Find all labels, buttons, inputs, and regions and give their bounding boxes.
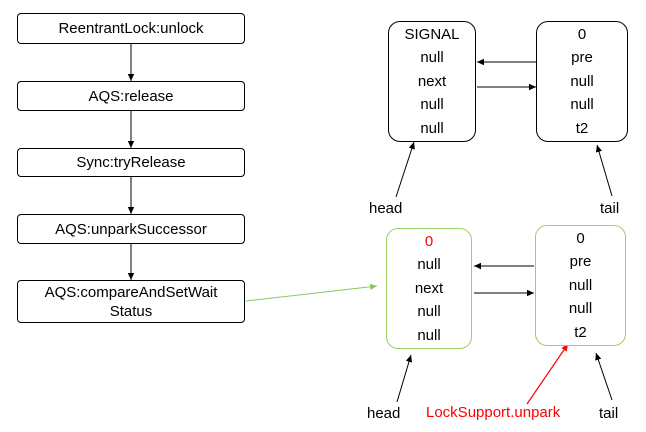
bottom-head-field: null bbox=[417, 256, 441, 274]
bottom-tail-waitstatus: 0 bbox=[576, 229, 585, 247]
bottom-head-pointer-arrow bbox=[396, 354, 413, 403]
top-tail-pointer-arrow bbox=[595, 144, 613, 197]
bottom-head-field: null bbox=[417, 326, 441, 344]
top-head-waitstatus: SIGNAL bbox=[404, 25, 460, 43]
top-tail-field: null bbox=[570, 72, 594, 90]
top-head-pointer-arrow bbox=[395, 141, 415, 198]
bottom-tail-label: tail bbox=[599, 405, 619, 422]
bottom-tail-node: 0 pre null null t2 bbox=[535, 225, 626, 346]
top-head-field: null bbox=[420, 49, 444, 67]
top-head-field: null bbox=[420, 119, 444, 137]
flow-step-aqs-release: AQS:release bbox=[17, 81, 245, 111]
bottom-tail-field: null bbox=[568, 300, 593, 318]
top-head-field: next bbox=[417, 72, 447, 90]
bottom-tail-field: pre bbox=[569, 253, 592, 271]
top-tail-field: pre bbox=[571, 49, 593, 67]
bottom-tail-pointer-arrow bbox=[595, 352, 613, 401]
unpark-label: LockSupport.unpark bbox=[426, 404, 561, 421]
unpark-arrow bbox=[526, 343, 569, 405]
flow-step-aqs-unparksuccessor: AQS:unparkSuccessor bbox=[17, 214, 245, 244]
top-tail-label: tail bbox=[600, 200, 620, 217]
top-tail-field: null bbox=[570, 96, 594, 114]
top-head-label: head bbox=[369, 200, 403, 217]
bottom-tail-thread: t2 bbox=[574, 323, 587, 341]
bottom-head-node: 0 null next null null bbox=[386, 228, 472, 349]
flow-step-sync-tryrelease: Sync:tryRelease bbox=[17, 148, 245, 177]
top-tail-node: 0 pre null null t2 bbox=[536, 21, 628, 142]
bottom-head-waitstatus-changed: 0 bbox=[424, 232, 434, 250]
bottom-head-label: head bbox=[367, 405, 401, 422]
flow-step-aqs-compareandsetwaitstatus: AQS:compareAndSetWait Status bbox=[17, 280, 245, 323]
bottom-tail-field: null bbox=[568, 276, 593, 294]
top-tail-waitstatus: 0 bbox=[577, 25, 587, 43]
top-head-node: SIGNAL null next null null bbox=[388, 21, 476, 142]
cas-arrow bbox=[245, 283, 378, 302]
top-tail-thread: t2 bbox=[575, 119, 589, 137]
flow-step-reentrantlock-unlock: ReentrantLock:unlock bbox=[17, 13, 245, 44]
bottom-head-field: null bbox=[417, 303, 441, 321]
top-head-field: null bbox=[420, 96, 444, 114]
bottom-head-field: next bbox=[414, 279, 444, 297]
